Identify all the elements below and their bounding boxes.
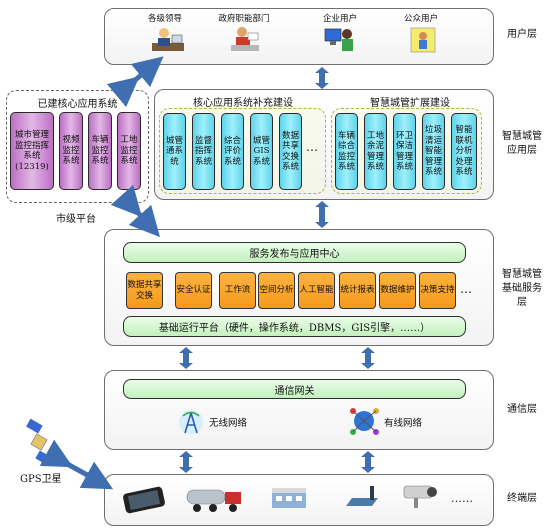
user-leaders-label: 各级领导 (147, 14, 182, 24)
tanker-truck-icon (186, 489, 241, 512)
arrow-app-service (315, 201, 329, 228)
module-data-maintenance: 数据维护 (379, 272, 416, 309)
core-gis-system: 城管GIS系统 (250, 113, 273, 190)
arrow-existing-user (106, 56, 164, 108)
module-ai: 人工智能 (298, 272, 335, 309)
core-urban-mgmt-system: 城管通系统 (163, 113, 186, 190)
expansion-group-title: 智慧城管扩展建设 (370, 98, 450, 109)
existing-city-command-system: 城市管理监控指挥系统(12319) (10, 112, 54, 190)
government-icon (231, 27, 259, 51)
service-ellipsis: … (460, 282, 472, 296)
app-layer-label: 智慧城管应用层 (502, 131, 542, 156)
exp-garbage-system: 垃圾清运智能管理系统 (422, 113, 445, 190)
existing-vehicle-system: 车辆监控系统 (88, 112, 112, 190)
arrow-comm-terminal-right (361, 451, 375, 473)
core-supervision-system: 监督指挥系统 (192, 113, 215, 190)
module-security: 安全认证 (175, 272, 212, 309)
module-workflow: 工作流 (219, 272, 256, 309)
user-enterprise-label: 企业用户 (322, 14, 357, 24)
wireless-network-label: 无线网络 (209, 418, 248, 429)
arrow-service-comm-left (179, 347, 193, 369)
wireless-tower-icon (179, 410, 203, 434)
scale-icon (346, 486, 378, 506)
arrow-comm-terminal-left (179, 451, 193, 473)
existing-systems-group (6, 90, 149, 203)
module-spatial-analysis: 空间分析 (258, 272, 295, 309)
exp-sanitation-system: 环卫保洁管理系统 (393, 113, 416, 190)
exp-vehicle-monitor-system: 车辆综合监控系统 (335, 113, 358, 190)
city-platform-caption: 市级平台 (56, 214, 96, 225)
arrow-existing-service (110, 184, 161, 238)
core-group-title: 核心应用系统补充建设 (193, 98, 293, 109)
existing-video-system: 视频监控系统 (59, 112, 83, 190)
user-layer-label: 用户层 (507, 29, 537, 40)
exp-olap-system: 智能联机分析处理系统 (451, 113, 477, 190)
enterprise-icon (324, 28, 353, 51)
module-data-exchange: 数据共享交换 (126, 272, 163, 309)
arrow-service-comm-right (361, 347, 375, 369)
wired-network-icon (350, 408, 379, 435)
comm-layer-label: 通信层 (507, 404, 537, 415)
exp-site-soil-system: 工地余泥管理系统 (364, 113, 387, 190)
comm-gateway-bar: 通信网关 (123, 379, 466, 399)
module-stat-report: 统计报表 (339, 272, 376, 309)
user-gov-label: 政府职能部门 (218, 14, 270, 24)
service-layer-label: 智慧城管基础服务层 (502, 269, 542, 308)
service-center-bar: 服务发布与应用中心 (123, 242, 466, 263)
arrow-gps-terminal (39, 439, 114, 490)
arrow-user-app (315, 67, 329, 89)
existing-systems-title: 已建核心应用系统 (37, 99, 118, 110)
terminal-ellipsis: …… (451, 492, 473, 505)
core-data-exchange-system: 数据共享交换系统 (279, 113, 302, 190)
building-icon (272, 488, 306, 508)
module-decision-support: 决策支持 (419, 272, 456, 309)
leader-icon (152, 28, 184, 51)
phone-icon (123, 486, 165, 514)
public-icon (410, 27, 436, 53)
user-public-label: 公众用户 (403, 14, 438, 24)
core-ellipsis: … (306, 140, 318, 154)
terminal-layer-label: 终端层 (507, 493, 537, 504)
camera-icon (403, 485, 437, 508)
wired-network-label: 有线网络 (384, 418, 423, 429)
existing-site-system: 工地监控系统 (117, 112, 141, 190)
core-evaluation-system: 综合评价系统 (221, 113, 244, 190)
base-platform-bar: 基础运行平台（硬件，操作系统，DBMS，GIS引擎，……） (123, 316, 466, 337)
